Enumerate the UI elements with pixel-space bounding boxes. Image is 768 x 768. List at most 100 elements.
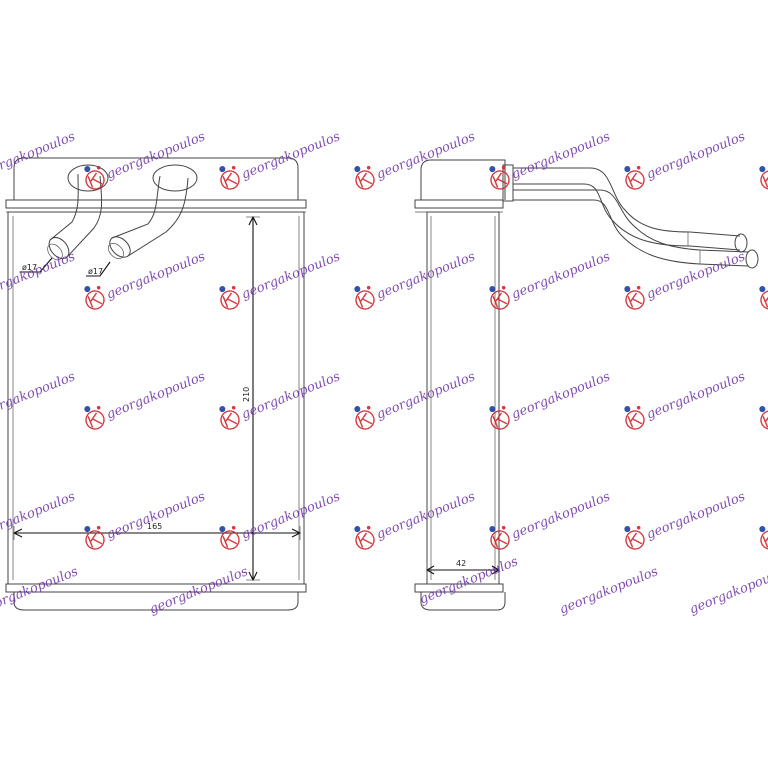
watermark-tile: georgakopoulos (84, 489, 208, 550)
watermark-tile: georgakopoulos (219, 369, 343, 430)
watermark-text: georgakopoulos (0, 489, 78, 542)
watermark-text: georgakopoulos (509, 369, 612, 422)
watermark-text: georgakopoulos (644, 249, 747, 302)
gk-logo-icon (759, 286, 768, 310)
watermark-tile: georgakopoulos (759, 526, 768, 550)
watermark-tile: georgakopoulos (219, 249, 343, 310)
gk-logo-icon (759, 406, 768, 430)
gk-logo-icon (489, 285, 510, 310)
watermark-text: georgakopoulos (239, 129, 342, 182)
gk-logo-icon (219, 285, 240, 310)
gk-logo-icon (219, 525, 240, 550)
watermark-text: georgakopoulos (104, 249, 207, 302)
dim-width-label: 165 (147, 522, 162, 531)
front-bottom-tank (13, 592, 299, 611)
watermark-tile: georgakopoulos (489, 489, 613, 550)
watermark-tile: georgakopoulos (759, 406, 768, 430)
watermark-tile: georgakopoulos (624, 369, 748, 430)
watermark-text: georgakopoulos (509, 129, 612, 182)
watermark-tile: georgakopoulos (0, 249, 78, 302)
front-pipe-socket-left (67, 164, 109, 192)
gk-logo-icon (219, 165, 240, 190)
gk-logo-icon (624, 405, 645, 430)
watermark-text: georgakopoulos (239, 249, 342, 302)
gk-logo-icon (624, 285, 645, 310)
front-pipe-right (111, 175, 189, 257)
gk-logo-icon (84, 405, 105, 430)
front-pipe-socket-right (152, 164, 198, 192)
watermark-text: georgakopoulos (104, 489, 207, 542)
watermark-text: georgakopoulos (644, 489, 747, 542)
watermark-tile: georgakopoulos (557, 564, 660, 617)
gk-logo-icon (354, 285, 375, 310)
watermark-text: georgakopoulos (0, 129, 78, 182)
watermark-tile: georgakopoulos (354, 249, 478, 310)
watermark-tile: georgakopoulos (624, 489, 748, 550)
gk-logo-icon (489, 405, 510, 430)
watermark-text: georgakopoulos (104, 369, 207, 422)
watermark-text: georgakopoulos (239, 369, 342, 422)
gk-logo-icon (489, 165, 510, 190)
dim-pipe-right: ø17 (88, 267, 103, 276)
watermark-tile: georgakopoulos (0, 489, 78, 542)
watermark-layer: georgakopoulos georgakopoulos georgakopoul… (0, 129, 768, 617)
side-pipes (502, 164, 759, 269)
watermark-tile: georgakopoulos (759, 166, 768, 190)
watermark-tile: georgakopoulos (624, 129, 748, 190)
watermark-tile: georgakopoulos (147, 564, 250, 617)
front-top-tank (13, 157, 299, 200)
watermark-tile: georgakopoulos (0, 564, 81, 617)
watermark-tile: georgakopoulos (759, 286, 768, 310)
watermark-text: georgakopoulos (147, 564, 250, 617)
watermark-text: georgakopoulos (644, 129, 747, 182)
front-pipe-left (49, 173, 103, 257)
watermark-text: georgakopoulos (687, 564, 768, 617)
side-bottom-tank (420, 592, 506, 611)
watermark-text: georgakopoulos (374, 129, 477, 182)
side-top-tank (420, 159, 506, 200)
gk-logo-icon (759, 166, 768, 190)
front-top-flange (5, 199, 307, 209)
gk-logo-icon (624, 165, 645, 190)
watermark-text: georgakopoulos (557, 564, 660, 617)
gk-logo-icon (219, 405, 240, 430)
watermark-text: georgakopoulos (374, 249, 477, 302)
watermark-tile: georgakopoulos (354, 489, 478, 550)
gk-logo-icon (84, 525, 105, 550)
watermark-text: georgakopoulos (509, 249, 612, 302)
gk-logo-icon (489, 525, 510, 550)
watermark-text: georgakopoulos (0, 249, 78, 302)
gk-logo-icon (84, 165, 105, 190)
watermark-tile: georgakopoulos (219, 489, 343, 550)
watermark-text: georgakopoulos (509, 489, 612, 542)
dim-height-label: 210 (242, 387, 251, 402)
front-bottom-flange (5, 583, 307, 593)
gk-logo-icon (759, 526, 768, 550)
dim-pipe-left: ø17 (22, 263, 37, 272)
watermark-text: georgakopoulos (239, 489, 342, 542)
watermark-tile: georgakopoulos (84, 129, 208, 190)
watermark-tile: georgakopoulos (489, 369, 613, 430)
watermark-text: georgakopoulos (644, 369, 747, 422)
dim-depth-label: 42 (456, 559, 466, 568)
watermark-text: georgakopoulos (104, 129, 207, 182)
side-bottom-flange (414, 583, 504, 593)
watermark-tile: georgakopoulos (84, 369, 208, 430)
watermark-tile: georgakopoulos (687, 564, 768, 617)
gk-logo-icon (354, 405, 375, 430)
watermark-text: georgakopoulos (0, 564, 81, 617)
side-view: 42 (414, 159, 759, 611)
watermark-text: georgakopoulos (0, 369, 78, 422)
gk-logo-icon (624, 525, 645, 550)
gk-logo-icon (354, 525, 375, 550)
watermark-tile: georgakopoulos (354, 129, 478, 190)
watermark-text: georgakopoulos (374, 369, 477, 422)
side-top-flange (414, 199, 504, 209)
watermark-tile: georgakopoulos (0, 369, 78, 422)
gk-logo-icon (84, 285, 105, 310)
watermark-tile: georgakopoulos (489, 249, 613, 310)
watermark-tile: georgakopoulos (0, 129, 78, 182)
gk-logo-icon (354, 165, 375, 190)
watermark-text: georgakopoulos (374, 489, 477, 542)
